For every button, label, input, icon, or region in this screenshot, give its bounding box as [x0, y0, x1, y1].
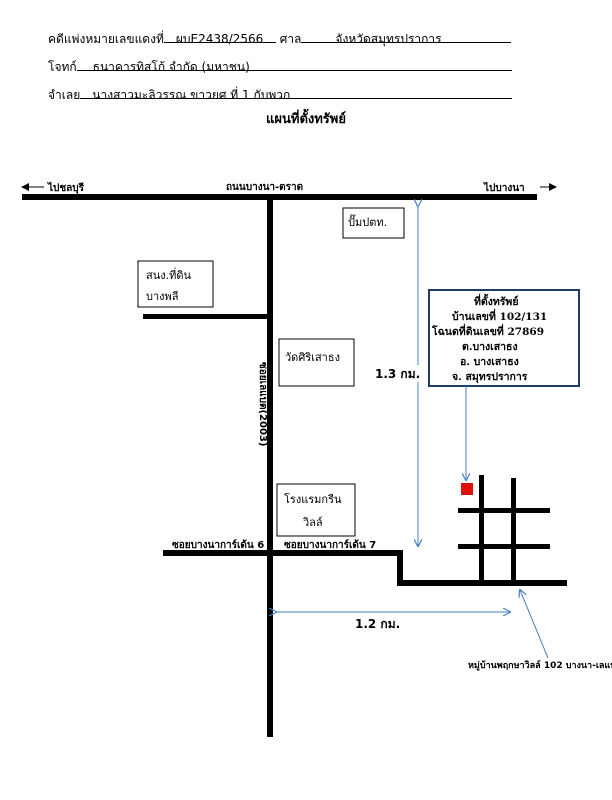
land-office-branch	[143, 314, 267, 319]
defendant-line: จำเลย นางสาวมะลิวรรณ ขาวยศ ที่ 1 กับพวก	[48, 86, 513, 105]
gas-station-box	[342, 207, 405, 239]
soi7-east	[397, 580, 567, 586]
hotel-label-1: โรงแรมกรีน	[284, 492, 342, 506]
plaintiff-line: โจทก์ ธนาคารทิสโก้ จำกัด (มหาชน)	[48, 58, 512, 77]
case-number: ผบE2438/2566	[175, 32, 264, 46]
property-line-6: จ. สมุทรปราการ	[452, 371, 528, 384]
court-label: ศาล	[279, 32, 302, 46]
horizontal-distance-label: 1.2 กม.	[355, 617, 400, 631]
defendant-field: นางสาวมะลิวรรณ ขาวยศ ที่ 1 กับพวก	[80, 86, 513, 102]
main-road	[22, 194, 537, 200]
land-office-label-1: สนง.ที่ดิน	[146, 267, 191, 282]
property-marker	[461, 483, 473, 495]
village-road-2	[511, 478, 516, 581]
hotel-label-2: วิลล์	[302, 516, 322, 529]
temple-box	[278, 338, 355, 387]
temple-label: วัดศิริเสาธง	[285, 351, 340, 364]
village-road-4	[458, 544, 550, 549]
case-label: คดีแพ่งหมายเลขแดงที่	[48, 32, 164, 46]
gas-station-label: ปั๊มปตท.	[348, 214, 387, 229]
main-road-label: ถนนบางนา-ตราด	[226, 182, 303, 193]
vertical-road	[267, 200, 273, 737]
land-office-label-2: บางพลี	[146, 290, 179, 303]
defendant-name: นางสาวมะลิวรรณ ขาวยศ ที่ 1 กับพวก	[92, 88, 291, 102]
to-right-label: ไปบางนา	[483, 181, 525, 194]
hotel-box	[276, 483, 356, 537]
vertical-road-label: ซอยเลแบต(2003)	[257, 362, 268, 446]
vertical-distance-label: 1.3 กม.	[375, 367, 420, 381]
property-line-1: ที่ตั้งทรัพย์	[474, 293, 519, 308]
to-left-label: ไปชลบุรี	[47, 181, 85, 194]
village-road-3	[458, 508, 550, 513]
court-name: จังหวัดสมุทรปราการ	[335, 32, 442, 46]
map-title: แผนที่ตั้งทรัพย์	[266, 112, 346, 127]
property-line-2: บ้านเลขที่ 102/131	[452, 308, 547, 323]
property-line-4: ต.บางเสาธง	[462, 341, 518, 353]
soi6-label: ซอยบางนาการ์เด้น 6	[172, 539, 264, 551]
soi6-road	[163, 550, 267, 556]
soi7-bend	[397, 550, 403, 586]
court-field: จังหวัดสมุทรปราการ	[301, 30, 512, 46]
village-label: หมู่บ้านพฤกษาวิลล์ 102 บางนา-เลแบต	[468, 659, 612, 671]
plaintiff-label: โจทก์	[48, 60, 77, 74]
soi7-label: ซอยบางนาการ์เด้น 7	[284, 539, 376, 551]
plaintiff-field: ธนาคารทิสโก้ จำกัด (มหาชน)	[76, 58, 512, 74]
property-info-box	[428, 289, 580, 387]
case-line: คดีแพ่งหมายเลขแดงที่ ผบE2438/2566 ศาล จังห…	[48, 30, 512, 49]
land-office-box	[137, 260, 214, 308]
case-no-field: ผบE2438/2566	[163, 30, 276, 46]
soi7-road	[273, 550, 403, 556]
plaintiff-name: ธนาคารทิสโก้ จำกัด (มหาชน)	[92, 60, 250, 74]
property-line-3: โฉนดที่ดินเลขที่ 27869	[431, 323, 544, 338]
defendant-label: จำเลย	[48, 88, 81, 102]
village-road-1	[479, 475, 484, 581]
village-pointer-arrow	[520, 590, 549, 659]
property-line-5: อ. บางเสาธง	[460, 356, 519, 368]
